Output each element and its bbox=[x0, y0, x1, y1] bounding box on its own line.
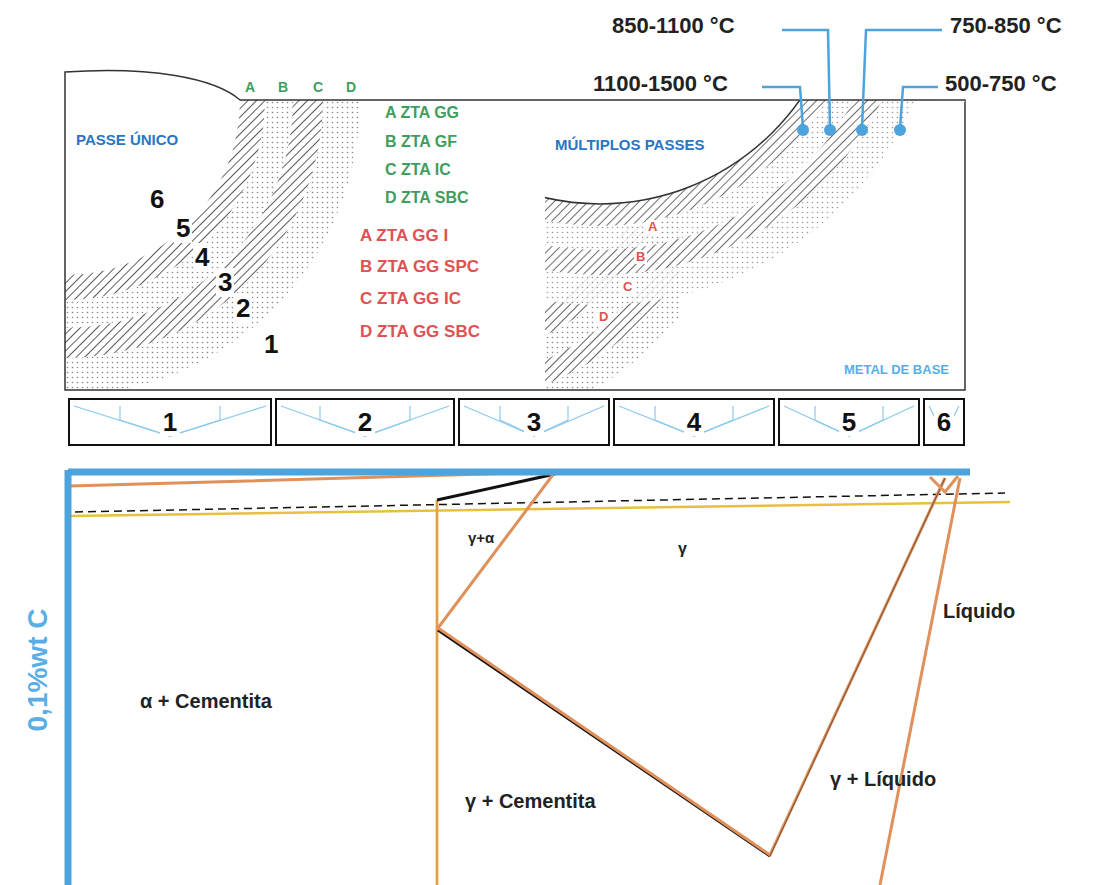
callout-number: 1 bbox=[262, 330, 280, 359]
phase-diagram bbox=[68, 470, 1010, 885]
callout-number: 2 bbox=[234, 294, 252, 323]
callout-number: 6 bbox=[148, 185, 166, 214]
zone-number: 2 bbox=[355, 408, 375, 437]
temperature: 1100-1500 °C bbox=[593, 72, 728, 96]
phase-label: γ+α bbox=[468, 530, 494, 547]
zone-letter: A bbox=[245, 80, 255, 95]
zone-number: 1 bbox=[160, 408, 180, 437]
leader-lines bbox=[762, 30, 942, 128]
temperature: 850-1100 °C bbox=[612, 14, 735, 38]
zone-box: 1 bbox=[68, 398, 272, 446]
zone-box: 3 bbox=[458, 398, 610, 446]
axis-label: 0,1%wt C bbox=[23, 609, 54, 732]
zone-number: 6 bbox=[934, 408, 954, 437]
zone-box: 4 bbox=[613, 398, 775, 446]
zone-legend: B ZTA GF bbox=[385, 133, 457, 151]
temperature: 750-850 °C bbox=[950, 14, 1062, 38]
zone-legend: A ZTA GG bbox=[385, 104, 459, 122]
phase-label: Líquido bbox=[943, 600, 1015, 622]
phase-label: γ bbox=[678, 540, 687, 558]
region-title: MÚLTIPLOS PASSES bbox=[555, 137, 704, 154]
zone-legend: B ZTA GG SPC bbox=[360, 258, 479, 277]
zone-letter: B bbox=[278, 80, 288, 95]
region-title: PASSE ÚNICO bbox=[76, 132, 178, 149]
region-label: METAL DE BASE bbox=[842, 363, 951, 377]
callout-number: 4 bbox=[193, 243, 211, 272]
callout-number: 3 bbox=[216, 268, 234, 297]
zone-legend: C ZTA IC bbox=[385, 161, 451, 179]
zone-box: 6 bbox=[923, 398, 965, 446]
zone-number: 4 bbox=[684, 408, 704, 437]
temperature: 500-750 °C bbox=[945, 72, 1057, 96]
zone-letter: B bbox=[634, 250, 647, 264]
strip-arrows bbox=[74, 406, 959, 436]
zone-legend: D ZTA GG SBC bbox=[360, 323, 480, 342]
zone-letter: D bbox=[346, 80, 356, 95]
zone-legend: D ZTA SBC bbox=[385, 189, 469, 207]
zone-letter: D bbox=[597, 310, 610, 324]
zone-legend: C ZTA GG IC bbox=[360, 290, 461, 309]
phase-label: γ + Cementita bbox=[465, 790, 596, 812]
zone-letter: A bbox=[646, 220, 659, 234]
callout-number: 5 bbox=[174, 214, 192, 243]
phase-label: γ + Líquido bbox=[830, 768, 936, 790]
zone-legend: A ZTA GG I bbox=[360, 227, 448, 246]
zone-number: 3 bbox=[524, 408, 544, 437]
zone-letter: C bbox=[313, 80, 323, 95]
zone-box: 2 bbox=[275, 398, 455, 446]
zone-number: 5 bbox=[839, 408, 859, 437]
single-pass-haz bbox=[65, 100, 360, 390]
zone-box: 5 bbox=[778, 398, 920, 446]
zone-letter: C bbox=[621, 280, 634, 294]
upper-pass-haz bbox=[545, 100, 945, 305]
phase-label: α + Cementita bbox=[140, 690, 272, 712]
